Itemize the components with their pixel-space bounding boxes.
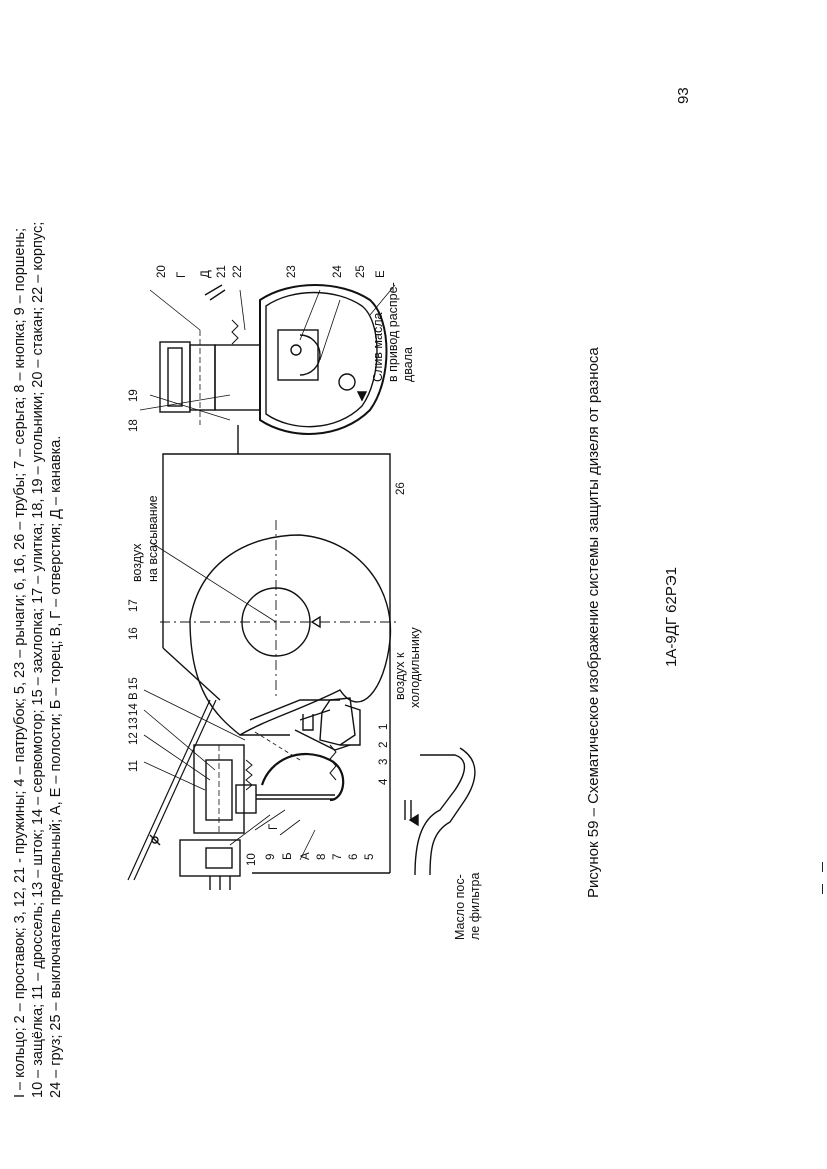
- label-G-top: Г: [176, 271, 188, 278]
- edge-mark: [822, 884, 823, 894]
- part-number-23: 23: [286, 265, 298, 278]
- part-number-20: 20: [156, 265, 168, 278]
- part-number-11: 11: [128, 760, 140, 772]
- part-number-8: 8: [316, 853, 328, 860]
- label-V: В: [128, 692, 140, 700]
- part-number-15: 15: [128, 677, 140, 690]
- oil-drain-label-1: Слив масла: [371, 312, 385, 382]
- leader-lines: [139, 284, 396, 861]
- part-number-3: 3: [378, 758, 390, 765]
- label-B: Б: [282, 852, 294, 860]
- part-number-19: 19: [128, 389, 140, 402]
- cooler-outlet: [299, 697, 361, 746]
- edge-mark: [822, 862, 823, 872]
- servomotor-assembly: [179, 744, 337, 890]
- part-number-24: 24: [332, 265, 344, 278]
- part-number-25: 25: [355, 265, 367, 278]
- oil-after-filter-label-2: ле фильтра: [468, 872, 482, 940]
- part-number-10: 10: [246, 853, 258, 866]
- air-to-cooler-label-2: холодильнику: [408, 627, 422, 708]
- air-to-suction-label-1: воздух: [130, 543, 144, 582]
- part-number-26: 26: [395, 482, 407, 495]
- label-G: Г: [268, 823, 280, 830]
- lever-5: [240, 699, 351, 802]
- part-number-18: 18: [128, 419, 140, 432]
- part-number-14: 14: [128, 703, 140, 716]
- volute-17: [149, 520, 400, 736]
- linkage-rod: [127, 699, 217, 881]
- part-number-5: 5: [364, 853, 376, 860]
- part-number-6: 6: [348, 853, 360, 860]
- label-A: А: [300, 852, 312, 860]
- part-number-4: 4: [378, 778, 390, 785]
- oil-inlet-pipe: [404, 747, 476, 876]
- part-number-16: 16: [128, 627, 140, 640]
- part-number-1: 1: [378, 723, 390, 730]
- air-to-cooler-label-1: воздух к: [393, 652, 407, 700]
- oil-after-filter-label-1: Масло пос-: [453, 874, 467, 940]
- part-number-17: 17: [128, 599, 140, 612]
- part-number-13: 13: [128, 717, 140, 730]
- label-E: Е: [375, 270, 387, 278]
- oil-drain-label-2: в привод распре-: [386, 282, 400, 382]
- air-to-suction-label-2: на всасывание: [146, 495, 160, 582]
- label-D: Д: [200, 270, 212, 278]
- limit-switch-assembly: [159, 284, 388, 435]
- part-number-22: 22: [232, 265, 244, 278]
- pipe-26: [162, 425, 391, 874]
- part-number-2: 2: [378, 741, 390, 748]
- part-number-9: 9: [265, 853, 277, 860]
- part-number-21: 21: [216, 265, 228, 278]
- part-number-7: 7: [332, 853, 344, 860]
- oil-drain-label-3: двала: [401, 347, 415, 382]
- part-number-12: 12: [128, 732, 140, 745]
